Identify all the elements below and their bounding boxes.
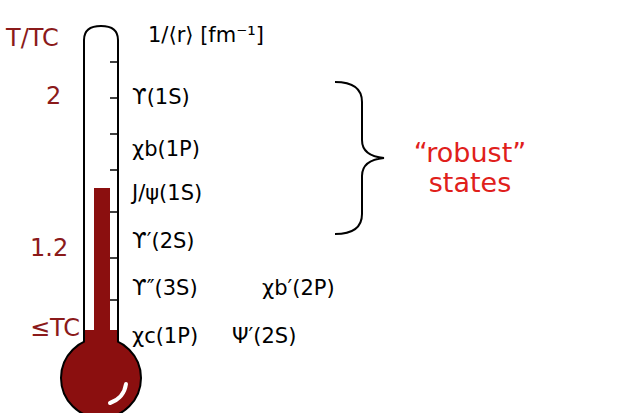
state-label: ϒ″(3S) bbox=[132, 277, 198, 300]
curly-brace bbox=[335, 82, 384, 234]
state-label: J/ψ(1S) bbox=[132, 182, 202, 205]
state-label: χb(1P) bbox=[132, 138, 200, 161]
state-label: χc(1P) bbox=[132, 325, 198, 348]
group-label: “robust” states bbox=[395, 138, 545, 197]
tick-marks bbox=[110, 62, 118, 300]
temperature-value: 1.2 bbox=[30, 235, 68, 261]
state-label: χb′(2P) bbox=[262, 277, 335, 300]
temperature-value: ≤TC bbox=[30, 315, 80, 341]
mercury-column bbox=[94, 188, 110, 348]
bulb-highlight bbox=[110, 384, 126, 403]
axis-title: 1/⟨r⟩ [fm⁻¹] bbox=[148, 24, 264, 47]
axis-title: T/TC bbox=[6, 25, 59, 51]
state-label: ϒ′(2S) bbox=[132, 230, 195, 253]
temperature-value: 2 bbox=[46, 83, 61, 109]
state-label: Ψ′(2S) bbox=[232, 325, 296, 348]
state-label: ϒ(1S) bbox=[132, 86, 190, 109]
